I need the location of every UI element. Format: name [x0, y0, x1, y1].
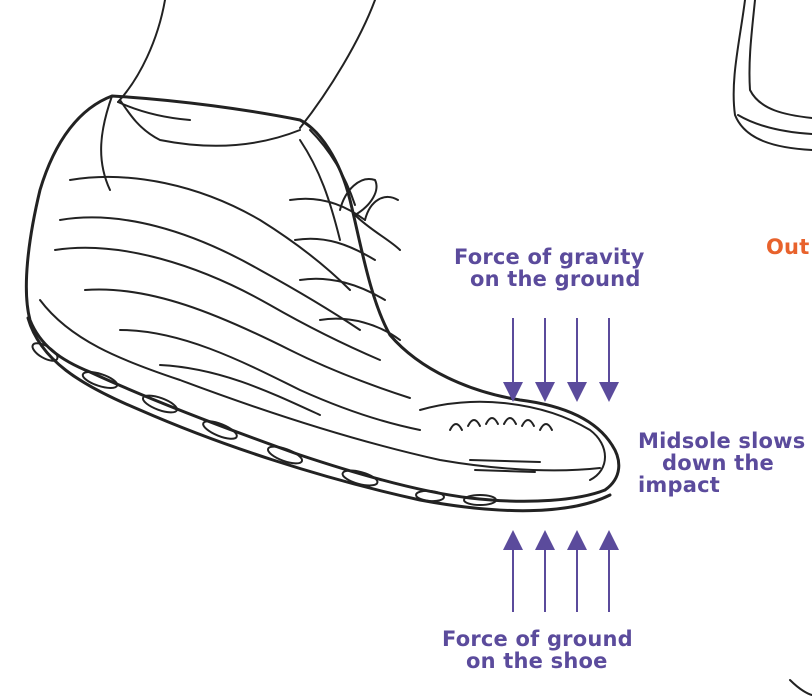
ground-label: Force of ground on the shoe [442, 628, 633, 672]
shoe-partial-illustration [734, 0, 812, 150]
partial-right-label: Out [766, 236, 809, 258]
leg-illustration [118, 0, 375, 128]
shoe-partial-illustration-bottom [790, 680, 812, 695]
ground-label-line-1: Force of ground [442, 628, 633, 650]
ground-label-line-2: on the shoe [442, 650, 633, 672]
midsole-label-line-2: down the [638, 452, 805, 474]
midsole-label: Midsole slows down the impact [638, 430, 805, 496]
midsole-label-line-1: Midsole slows [638, 430, 805, 452]
midsole-label-line-3: impact [638, 474, 805, 496]
shoe-illustration [26, 96, 618, 511]
gravity-label: Force of gravity on the ground [454, 246, 645, 290]
ground-arrows [513, 540, 609, 612]
gravity-arrows [513, 318, 609, 392]
gravity-label-line-1: Force of gravity [454, 246, 645, 268]
gravity-label-line-2: on the ground [454, 268, 645, 290]
